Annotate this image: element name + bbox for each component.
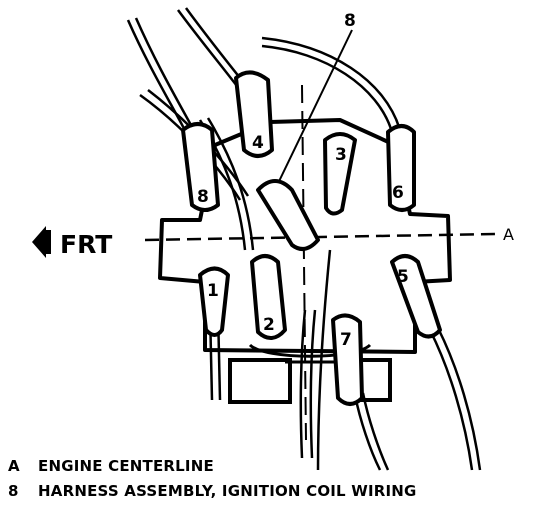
- legend-item-a: A ENGINE CENTERLINE: [8, 457, 214, 475]
- boot-1: [198, 266, 230, 337]
- terminal-label-4: 4: [252, 133, 264, 153]
- front-arrow-icon: [32, 226, 46, 258]
- boot-8: [181, 122, 220, 212]
- centerline-label: A: [503, 225, 514, 244]
- boot-4: [234, 70, 274, 158]
- front-label: FRT: [60, 230, 112, 259]
- boot-6: [386, 124, 416, 212]
- terminal-label-7: 7: [340, 330, 352, 350]
- engine-centerline: [144, 232, 496, 242]
- legend-key-a: A: [8, 457, 20, 475]
- boot-2: [250, 254, 287, 340]
- terminal-label-5: 5: [397, 267, 409, 287]
- vertical-centerline: [301, 84, 307, 441]
- boot-5: [390, 254, 442, 339]
- terminal-boots: [181, 70, 442, 406]
- harness-callout-label: 8: [344, 11, 356, 31]
- front-indicator: FRT: [32, 226, 112, 259]
- terminal-label-6: 6: [392, 183, 404, 203]
- terminal-label-1: 1: [207, 281, 219, 301]
- legend-text-a: ENGINE CENTERLINE: [38, 457, 214, 475]
- legend-text-8: HARNESS ASSEMBLY, IGNITION COIL WIRING: [38, 482, 417, 500]
- terminal-labels: 1 2 3 4 5 6 7 8: [197, 133, 409, 350]
- boot-3: [323, 132, 357, 216]
- legend-item-8: 8 HARNESS ASSEMBLY, IGNITION COIL WIRING: [8, 482, 417, 500]
- terminal-label-2: 2: [263, 315, 275, 335]
- legend-key-8: 8: [8, 482, 19, 500]
- terminal-label-3: 3: [335, 145, 347, 165]
- harness-connector: [256, 179, 320, 251]
- harness-callout-leader: [269, 29, 353, 201]
- terminal-label-8: 8: [197, 187, 209, 207]
- boot-7: [331, 313, 364, 406]
